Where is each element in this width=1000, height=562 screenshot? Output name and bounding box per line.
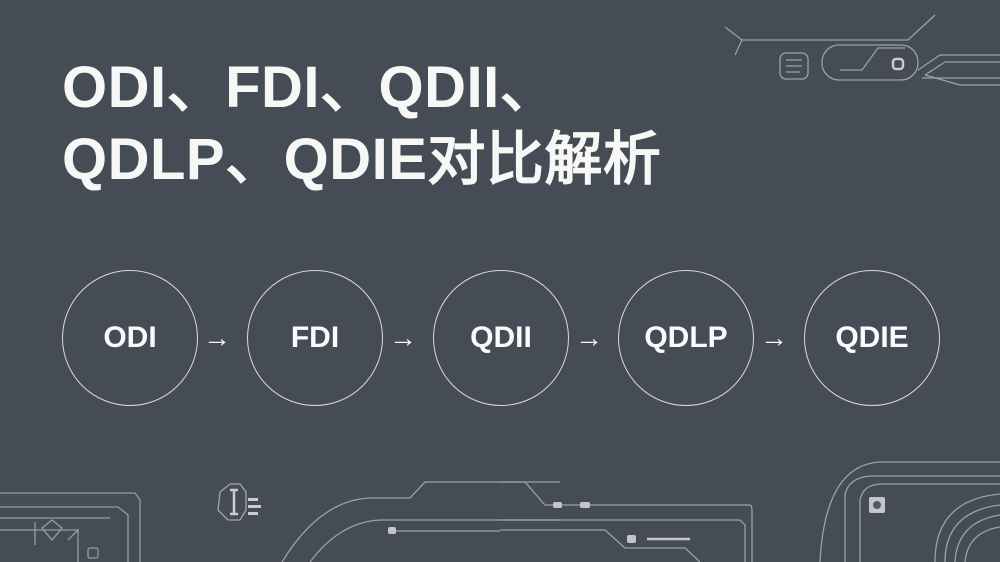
bottom-right-circuit-icon — [819, 461, 1000, 562]
node-odi: ODI — [62, 270, 198, 406]
node-label: QDIE — [835, 321, 909, 354]
node-qdie: QDIE — [804, 270, 940, 406]
top-right-circuit-icon — [724, 14, 1000, 86]
page-title: ODI、FDI、QDII、 QDLP、QDIE对比解析 — [62, 52, 661, 196]
arrow-icon: → — [389, 322, 417, 353]
bottom-left-circuit-icon — [0, 492, 141, 562]
node-label: FDI — [290, 321, 340, 354]
flow-diagram: ODI → FDI → QDII → QDLP → QDIE — [60, 270, 960, 420]
node-qdii: QDII — [433, 270, 569, 406]
title-line-1: ODI、FDI、QDII、 — [62, 55, 559, 120]
node-fdi: FDI — [247, 270, 383, 406]
node-label: QDLP — [644, 321, 728, 354]
arrow-icon: → — [575, 322, 603, 353]
arrow-icon: → — [203, 322, 231, 353]
title-line-2: QDLP、QDIE对比解析 — [62, 127, 662, 192]
arrow-icon: → — [760, 322, 788, 353]
node-label: QDII — [470, 321, 532, 354]
node-qdlp: QDLP — [618, 270, 754, 406]
bottom-center-circuit-icon — [281, 481, 753, 562]
chip-icon — [217, 483, 261, 521]
node-label: ODI — [103, 321, 157, 354]
